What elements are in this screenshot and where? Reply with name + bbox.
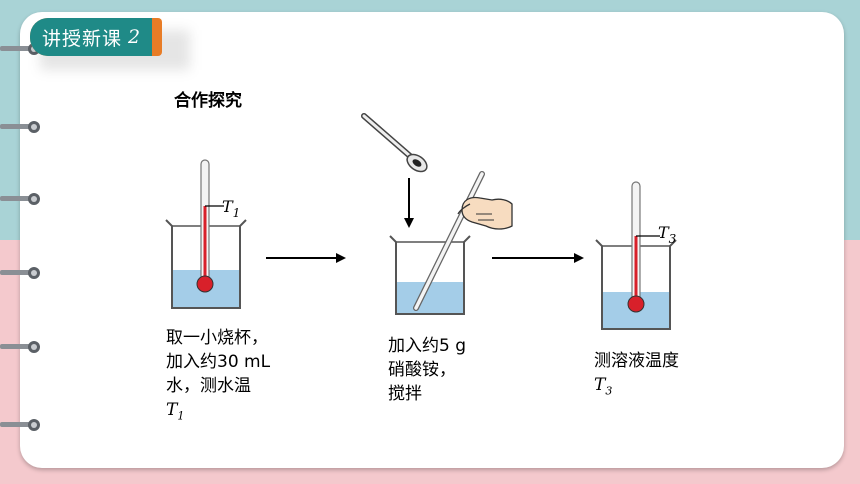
step-2-line-1: 加入约5 g: [388, 336, 467, 356]
step-3-symbol: T3: [594, 375, 613, 398]
hand-icon: [457, 196, 513, 230]
step-3-caption: 测溶液温度 T3: [594, 349, 679, 403]
spiral-ring-icon: [0, 193, 40, 205]
step-1-caption: 取一小烧杯， 加入约30 mL 水，测水温 T1: [166, 326, 270, 428]
content-card: [20, 12, 844, 468]
step-1-line-2: 加入约30 mL: [166, 352, 271, 372]
spoon-icon: [361, 113, 428, 173]
beaker-1: T1: [165, 159, 247, 309]
spiral-ring-icon: [0, 419, 40, 431]
stirring-rod: [413, 171, 485, 311]
spiral-ring-icon: [0, 121, 40, 133]
t1-label: T1: [222, 197, 240, 220]
step-2-caption: 加入约5 g 硝酸铵， 搅拌: [388, 334, 466, 406]
thermometer-1: [196, 159, 214, 293]
section-tag-label: 讲授新课: [42, 27, 123, 50]
thermometer-3: [627, 181, 645, 313]
step-1-line-1: 取一小烧杯，: [166, 328, 268, 348]
water-2: [396, 282, 464, 314]
spiral-ring-icon: [0, 341, 40, 353]
step-2-line-2: 硝酸铵，: [388, 360, 456, 380]
step-3-line-1: 测溶液温度: [594, 351, 679, 371]
t3-label: T3: [658, 223, 677, 246]
beaker-2: [389, 171, 485, 315]
section-title: 合作探究: [174, 91, 242, 111]
beaker-3: T3: [595, 181, 677, 330]
step-2-line-3: 搅拌: [388, 384, 422, 404]
spiral-ring-icon: [0, 267, 40, 279]
section-tag-number: 2: [128, 26, 142, 48]
step-1-symbol: T1: [166, 400, 185, 423]
step-1-line-3: 水，测水温: [166, 376, 251, 396]
